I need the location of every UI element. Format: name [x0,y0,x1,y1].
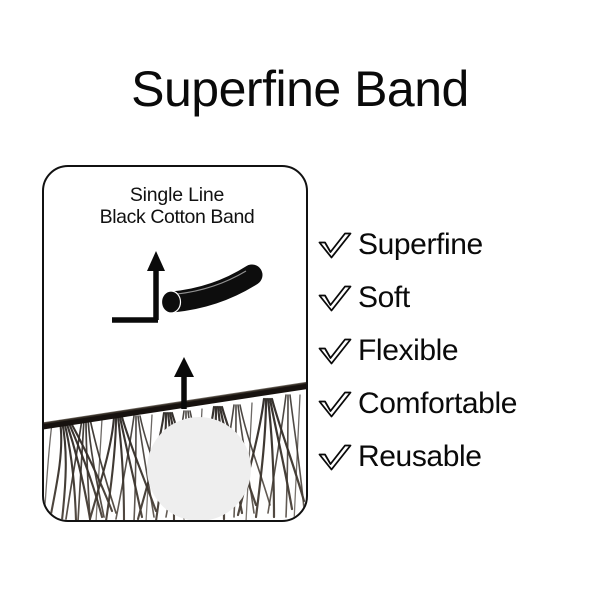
card-caption: Single Line Black Cotton Band [44,184,306,228]
feature-label: Comfortable [358,386,518,420]
feature-item: Comfortable [318,377,600,430]
feature-label: Flexible [358,333,459,367]
check-outline-icon [318,337,358,365]
cotton-cord-icon [160,264,263,314]
check-outline-icon [318,390,358,418]
product-card: Single Line Black Cotton Band [42,165,308,522]
feature-item: Soft [318,271,600,324]
feature-item: Superfine [318,218,600,271]
feature-label: Reusable [358,439,482,473]
card-caption-line1: Single Line [129,184,225,206]
card-annotations-svg [112,251,263,409]
check-outline-icon [318,284,358,312]
card-caption-line2: Black Cotton Band [99,206,255,228]
feature-label: Soft [358,280,410,314]
page-title: Superfine Band [131,61,469,117]
lash-callout-arrowhead [174,357,194,377]
band-callout-arrowhead [147,251,165,271]
feature-label: Superfine [358,227,483,261]
magnifier-circle [147,417,251,520]
feature-item: Reusable [318,430,600,483]
check-outline-icon [318,443,358,471]
feature-list: Superfine Soft Flexible [318,218,600,483]
feature-item: Flexible [318,324,600,377]
band-callout-arrow [112,265,159,323]
check-outline-icon [318,231,358,259]
